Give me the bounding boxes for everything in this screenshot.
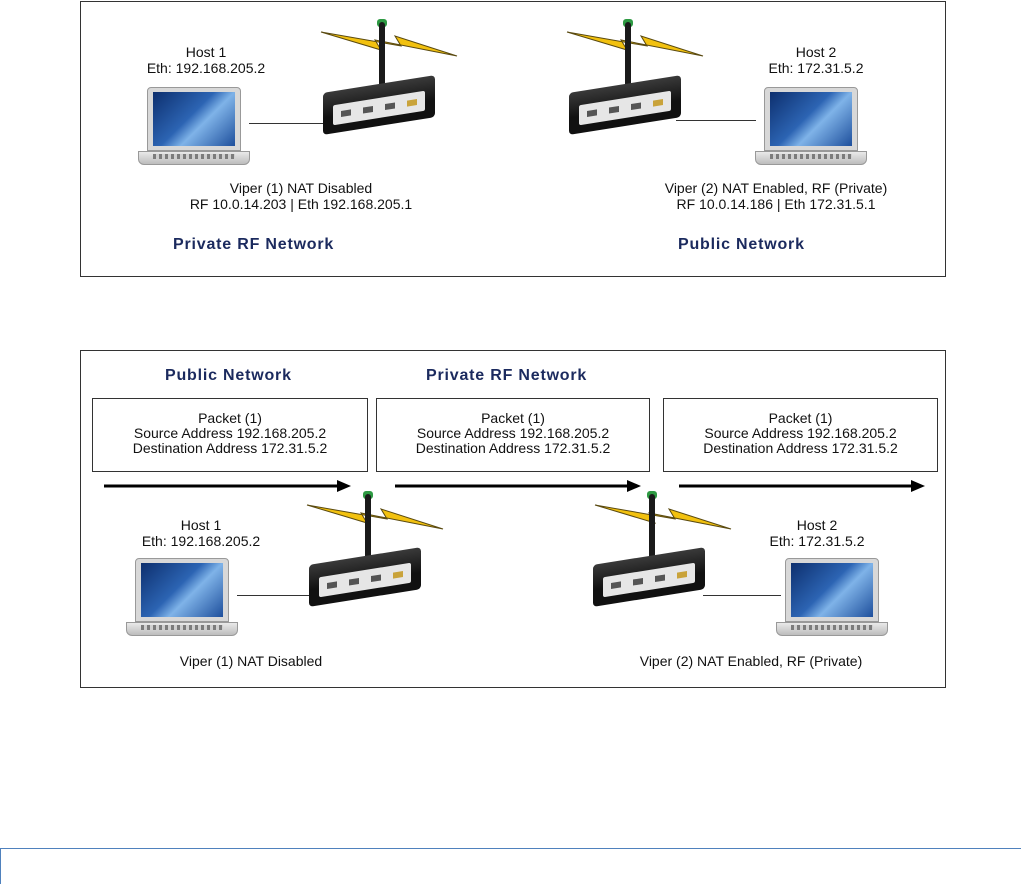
host1-name: Host 1 xyxy=(185,44,227,60)
packet-title: Packet (1) xyxy=(768,410,833,426)
viper2-router-icon xyxy=(589,491,719,607)
viper2-caption: Viper (2) NAT Enabled, RF (Private) RF 1… xyxy=(611,180,941,212)
viper2-address: RF 10.0.14.186 | Eth 172.31.5.1 xyxy=(676,196,876,212)
viper1-address: RF 10.0.14.203 | Eth 192.168.205.1 xyxy=(189,196,413,212)
host1-name: Host 1 xyxy=(180,517,222,533)
host2-eth: Eth: 172.31.5.2 xyxy=(768,60,864,76)
flow-arrow-2 xyxy=(395,480,641,492)
packet-title: Packet (1) xyxy=(481,410,545,426)
host1-eth: Eth: 192.168.205.2 xyxy=(146,60,266,76)
packet-title: Packet (1) xyxy=(198,410,262,426)
packet-box-3: Packet (1) Source Address 192.168.205.2 … xyxy=(663,398,938,472)
host1-label: Host 1 Eth: 192.168.205.2 xyxy=(131,517,271,549)
viper2-caption: Viper (2) NAT Enabled, RF (Private) xyxy=(639,653,863,669)
host2-label: Host 2 Eth: 172.31.5.2 xyxy=(746,44,886,76)
viper1-title: Viper (1) NAT Disabled xyxy=(229,180,373,196)
private-rf-network-title: Private RF Network xyxy=(173,236,335,253)
footer-rule xyxy=(0,848,1021,884)
host2-laptop-icon xyxy=(755,87,867,167)
host1-eth: Eth: 192.168.205.2 xyxy=(141,533,261,549)
host2-name: Host 2 xyxy=(795,44,837,60)
packet-destination: Destination Address 172.31.5.2 xyxy=(415,440,611,456)
nat-disabled-topology-panel: Host 1 Eth: 192.168.205.2 Host 2 Eth: 17… xyxy=(80,1,946,277)
flow-arrow-3 xyxy=(679,480,925,492)
host2-eth: Eth: 172.31.5.2 xyxy=(769,533,865,549)
host1-label: Host 1 Eth: 192.168.205.2 xyxy=(136,44,276,76)
packet-source: Source Address 192.168.205.2 xyxy=(704,425,897,441)
packet-box-1: Packet (1) Source Address 192.168.205.2 … xyxy=(92,398,368,472)
viper2-title: Viper (2) NAT Enabled, RF (Private) xyxy=(664,180,888,196)
viper1-router-icon xyxy=(319,19,449,135)
host2-laptop-icon xyxy=(776,558,888,638)
viper2-to-host2-link xyxy=(703,595,781,596)
lightning-bolt-icon xyxy=(594,504,732,530)
flow-arrow-1 xyxy=(104,480,351,492)
packet-flow-arrows xyxy=(104,480,925,492)
packet-source: Source Address 192.168.205.2 xyxy=(133,425,327,441)
public-network-title: Public Network xyxy=(165,367,292,384)
viper1-router-icon xyxy=(305,491,435,607)
packet-flow-panel: Public Network Private RF Network Packet… xyxy=(80,350,946,688)
host1-to-viper1-link xyxy=(249,123,329,124)
packet-destination: Destination Address 172.31.5.2 xyxy=(132,440,328,456)
viper1-caption: Viper (1) NAT Disabled xyxy=(179,653,323,669)
host2-name: Host 2 xyxy=(796,517,838,533)
packet-box-2: Packet (1) Source Address 192.168.205.2 … xyxy=(376,398,650,472)
private-rf-network-title: Private RF Network xyxy=(426,367,588,384)
packet-source: Source Address 192.168.205.2 xyxy=(416,425,610,441)
host2-label: Host 2 Eth: 172.31.5.2 xyxy=(747,517,887,549)
host1-to-viper1-link xyxy=(237,595,309,596)
public-network-title: Public Network xyxy=(678,236,805,253)
viper2-to-host2-link xyxy=(676,120,756,121)
host1-laptop-icon xyxy=(126,558,238,638)
viper1-caption: Viper (1) NAT Disabled RF 10.0.14.203 | … xyxy=(141,180,461,212)
viper2-router-icon xyxy=(565,19,695,135)
host1-laptop-icon xyxy=(138,87,250,167)
packet-destination: Destination Address 172.31.5.2 xyxy=(703,440,898,456)
